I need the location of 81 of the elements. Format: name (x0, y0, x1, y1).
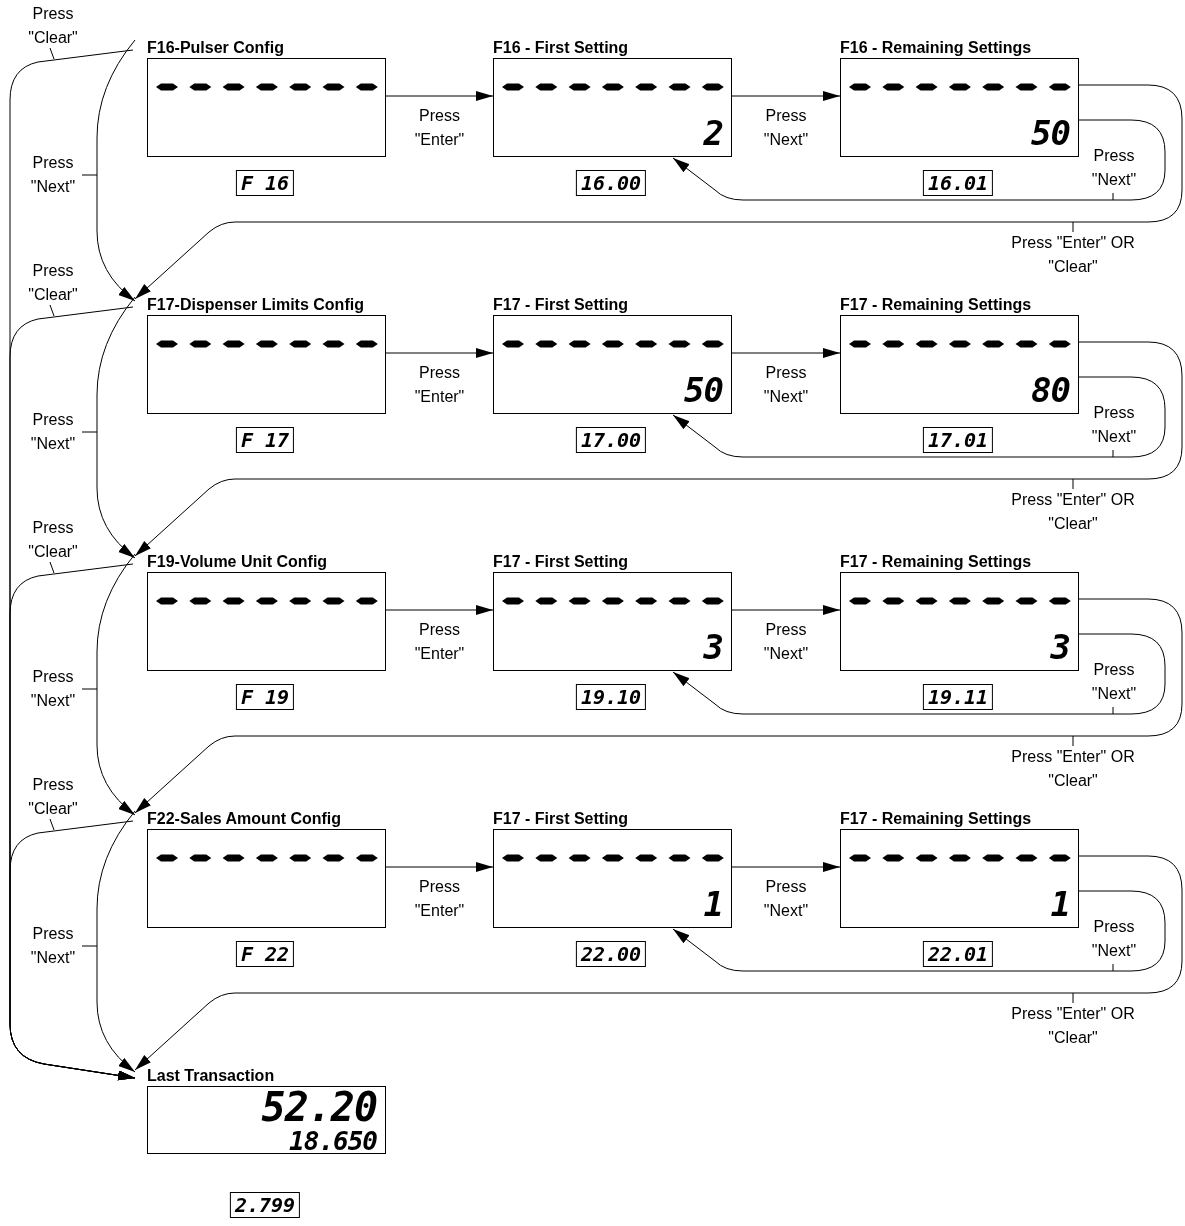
arrow (134, 598, 1183, 814)
code-display: F 19 (235, 684, 295, 710)
edge-label: Press "Next" (762, 877, 810, 921)
arrow (96, 810, 136, 1073)
display-value: 50 (1031, 116, 1070, 150)
arrow (385, 348, 494, 358)
edge-label: Press "Next" (762, 620, 810, 664)
edge-label: Press "Next" (29, 924, 77, 968)
code-display: 2.799 (229, 1192, 301, 1218)
edge-label: Press "Enter" (413, 620, 466, 664)
screen-title: F17 - Remaining Settings (840, 552, 1032, 571)
arrow (672, 890, 1166, 972)
arrow (96, 553, 136, 816)
edge-label: Press "Next" (1090, 660, 1138, 704)
screen-title: F17-Dispenser Limits Config (147, 295, 364, 314)
arrow (96, 39, 136, 302)
code-display: F 16 (235, 170, 295, 196)
arrow (134, 855, 1183, 1071)
edge-label: Press "Next" (762, 106, 810, 150)
code-display: 19.11 (922, 684, 994, 710)
code-display: 17.01 (922, 427, 994, 453)
display-value: 1 (703, 887, 723, 921)
edge-label: Press "Enter" (413, 877, 466, 921)
edge-label: Press "Enter" (413, 363, 466, 407)
display-value: 18.650 (289, 1128, 377, 1154)
edge-label: Press "Enter" (413, 106, 466, 150)
display-value: 52.20 (261, 1087, 377, 1127)
arrow (731, 862, 841, 872)
display-value: 2 (703, 116, 723, 150)
screen-title: F17 - Remaining Settings (840, 295, 1032, 314)
edge-label: Press "Enter" OR "Clear" (1010, 1004, 1136, 1048)
display-value: 1 (1050, 887, 1070, 921)
screen-title: F17 - First Setting (493, 552, 629, 571)
edge-label: Press "Next" (762, 363, 810, 407)
display-value: 50 (684, 373, 723, 407)
arrow (731, 91, 841, 101)
edge-label: Press "Next" (1090, 403, 1138, 447)
code-display: 22.00 (575, 941, 647, 967)
screen-title: F17 - Remaining Settings (840, 809, 1032, 828)
arrow (9, 820, 136, 1081)
arrow (385, 605, 494, 615)
code-display: 19.10 (575, 684, 647, 710)
edge-label: Press "Clear" (27, 518, 79, 562)
edge-label: Press "Next" (1090, 917, 1138, 961)
arrow (385, 91, 494, 101)
edge-label: Press "Enter" OR "Clear" (1010, 233, 1136, 277)
arrow (134, 341, 1183, 557)
screen-title: Last Transaction (147, 1066, 275, 1085)
arrow (672, 376, 1166, 458)
arrow (731, 605, 841, 615)
edge-label: Press "Enter" OR "Clear" (1010, 490, 1136, 534)
code-display: 16.00 (575, 170, 647, 196)
screen-title: F19-Volume Unit Config (147, 552, 328, 571)
code-display: F 17 (235, 427, 295, 453)
edge-label: Press "Clear" (27, 775, 79, 819)
code-display: 17.00 (575, 427, 647, 453)
screen-title: F22-Sales Amount Config (147, 809, 342, 828)
edge-label: Press "Next" (1090, 146, 1138, 190)
edge-label: Press "Next" (29, 410, 77, 454)
edge-label: Press "Clear" (27, 261, 79, 305)
edge-label: Press "Clear" (27, 4, 79, 48)
arrow (672, 633, 1166, 715)
code-display: F 22 (235, 941, 295, 967)
screen-title: F17 - First Setting (493, 809, 629, 828)
screen-title: F17 - First Setting (493, 295, 629, 314)
screen-title: F16 - Remaining Settings (840, 38, 1032, 57)
display-value: 3 (1050, 630, 1070, 664)
edge-label: Press "Next" (29, 667, 77, 711)
arrow (96, 296, 136, 559)
arrow (731, 348, 841, 358)
screen-title: F16 - First Setting (493, 38, 629, 57)
edge-label: Press "Next" (29, 153, 77, 197)
screen-title: F16-Pulser Config (147, 38, 284, 57)
code-display: 16.01 (922, 170, 994, 196)
display-value: 3 (703, 630, 723, 664)
display-value: 80 (1031, 373, 1070, 407)
arrow (385, 862, 494, 872)
code-display: 22.01 (922, 941, 994, 967)
arrow (134, 84, 1183, 300)
edge-label: Press "Enter" OR "Clear" (1010, 747, 1136, 791)
arrow (672, 119, 1166, 201)
